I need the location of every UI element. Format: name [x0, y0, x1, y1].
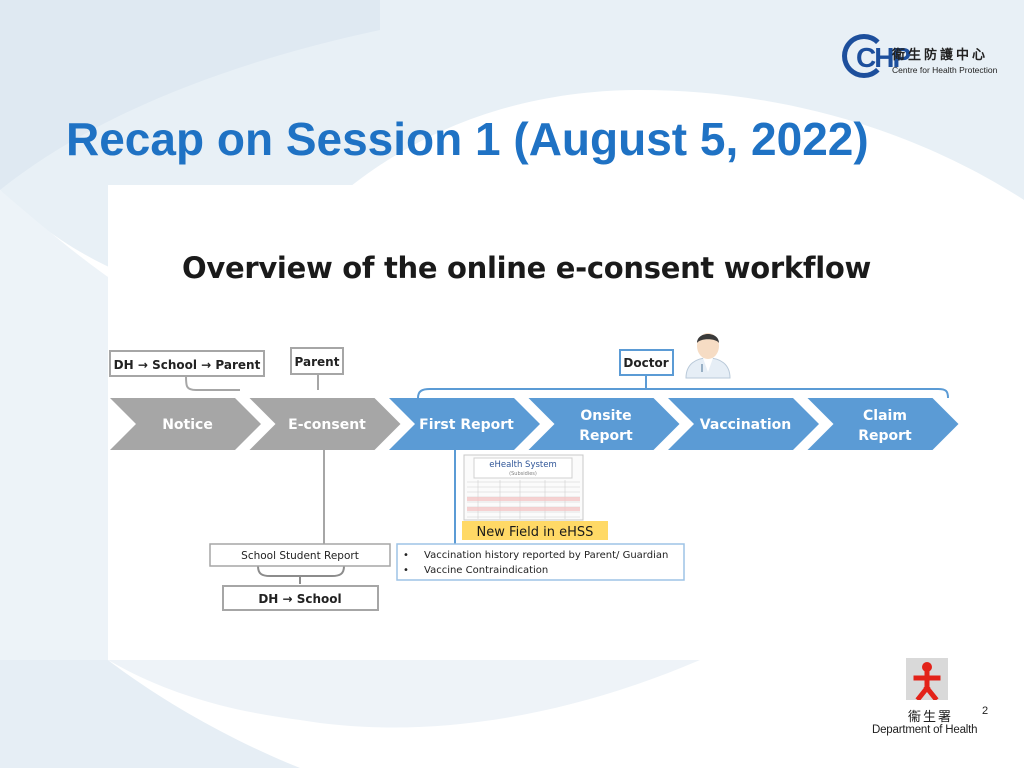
workflow-step-label-2: First Report — [419, 417, 514, 433]
workflow-step-shape-2 — [389, 398, 540, 450]
actor-label-dh-school-parent: DH → School → Parent — [114, 358, 261, 372]
connector-lines — [185, 374, 949, 584]
actor-label-parent: Parent — [295, 355, 340, 369]
slide-title: Recap on Session 1 (August 5, 2022) — [66, 113, 869, 165]
actor-box-doctor — [619, 349, 674, 376]
bullet-icon: • — [403, 550, 409, 561]
workflow-step-shape-4 — [668, 398, 819, 450]
page-number: 2 — [982, 705, 989, 717]
workflow-step-shape-0 — [110, 398, 261, 450]
chp-logo-english: Centre for Health Protection — [892, 65, 998, 75]
actor-box-parent — [290, 347, 344, 375]
chp-logo: CHP 衛生防護中心 Centre for Health Protection — [842, 34, 997, 86]
department-of-health-logo: 衞生署 Department of Health — [868, 658, 992, 742]
actor-box-dh-school-parent — [109, 350, 265, 377]
slide-subtitle: Overview of the online e-consent workflo… — [182, 251, 871, 285]
school-student-report-box — [209, 543, 391, 567]
workflow-step-label-1: E-consent — [288, 417, 366, 433]
ehealth-system-subtitle: (Subsidies) — [509, 471, 537, 477]
workflow-step-shape-3 — [528, 398, 680, 450]
workflow-step-label-4: Vaccination — [700, 417, 791, 433]
doctor-icon — [685, 333, 731, 379]
actor-label-doctor: Doctor — [623, 356, 668, 370]
dh-chinese-name: 衞生署 — [908, 710, 954, 725]
workflow-step-shape-5 — [807, 398, 959, 450]
chp-logo-ring-icon — [842, 34, 886, 78]
dh-school-box — [222, 585, 379, 611]
bullet-vaccination-history: Vaccination history reported by Parent/ … — [424, 550, 668, 561]
workflow-step-label-0: Notice — [162, 417, 213, 433]
chp-logo-chinese: 衛生防護中心 — [892, 48, 989, 63]
ehealth-system-title: eHealth System — [489, 460, 557, 470]
bullet-icon: • — [403, 565, 409, 576]
school-student-report-label: School Student Report — [241, 550, 359, 562]
new-field-highlight — [462, 521, 608, 540]
bullet-vaccine-contraindication: Vaccine Contraindication — [424, 565, 548, 576]
ehealth-system-screenshot: eHealth System (Subsidies) — [463, 454, 584, 521]
chp-logo-mark: CHP — [856, 42, 911, 73]
dh-school-label: DH → School — [258, 592, 341, 606]
dh-english-name: Department of Health — [872, 724, 978, 736]
dh-emblem-icon — [906, 658, 948, 702]
new-field-label: New Field in eHSS — [477, 525, 594, 540]
workflow-step-shape-1 — [249, 398, 401, 450]
new-field-details-box — [396, 543, 685, 581]
